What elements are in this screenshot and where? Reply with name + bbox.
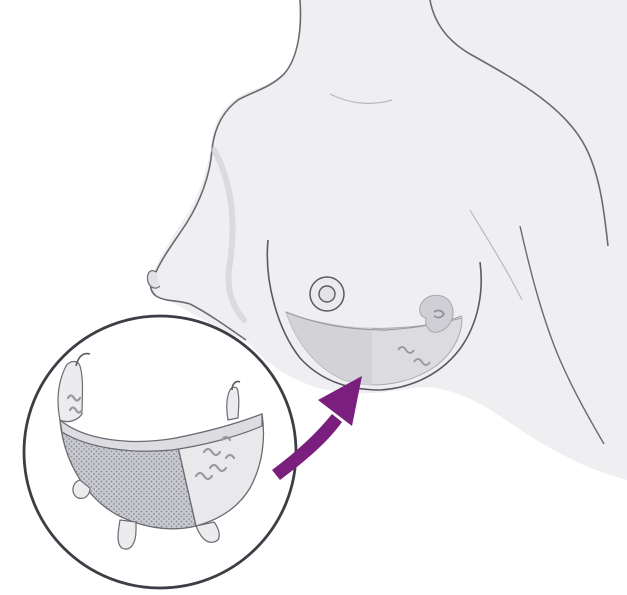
bottom-tab-center [118, 520, 136, 549]
nipple [319, 286, 335, 302]
magnified-detail-circle [24, 316, 296, 588]
right-strap [227, 387, 239, 420]
